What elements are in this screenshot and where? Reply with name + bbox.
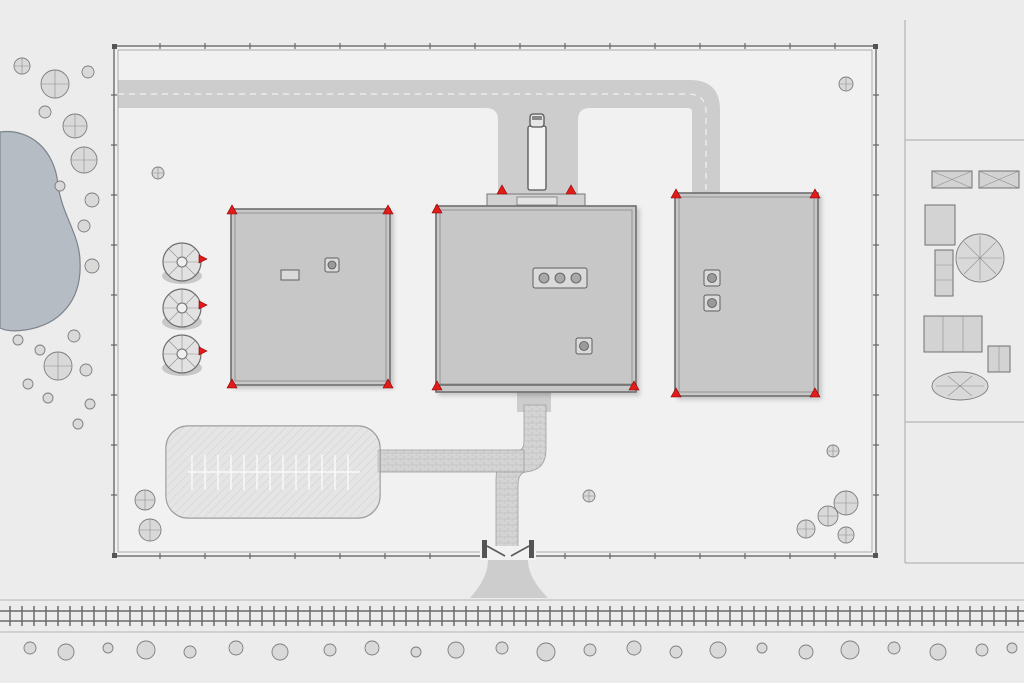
red-triangle-marker-icon — [565, 184, 577, 195]
red-triangle-marker-icon — [198, 254, 208, 264]
tree-icon — [43, 351, 73, 381]
tree-icon — [84, 258, 100, 274]
red-triangle-marker-icon — [198, 300, 208, 310]
tree-icon — [54, 180, 66, 192]
tree-icon — [826, 444, 840, 458]
corner-markers — [198, 184, 821, 398]
trees — [12, 57, 1005, 544]
tree-icon — [34, 344, 46, 356]
silo-icon — [162, 242, 202, 284]
tree-icon — [796, 519, 816, 539]
tree-icon — [134, 489, 156, 511]
red-triangle-marker-icon — [226, 204, 238, 215]
tree-icon — [77, 219, 91, 233]
tree-icon — [817, 505, 839, 527]
tree-icon — [13, 57, 31, 75]
tree-icon — [72, 418, 84, 430]
tree-icon — [22, 378, 34, 390]
red-triangle-marker-icon — [382, 378, 394, 389]
silo-icon — [162, 288, 202, 330]
tree-icon — [62, 113, 88, 139]
tree-icon — [81, 65, 95, 79]
red-triangle-marker-icon — [431, 380, 443, 391]
tree-icon — [40, 69, 70, 99]
fenced-perimeter — [111, 43, 879, 560]
red-triangle-marker-icon — [670, 188, 682, 199]
tree-icon — [67, 329, 81, 343]
red-triangle-marker-icon — [431, 203, 443, 214]
tree-icon — [38, 105, 52, 119]
tree-icon — [12, 334, 24, 346]
tree-icon — [84, 398, 96, 410]
red-triangle-marker-icon — [496, 184, 508, 195]
red-triangle-marker-icon — [809, 188, 821, 199]
tree-icon — [138, 518, 162, 542]
storage-yard — [923, 170, 1020, 373]
railway-track — [0, 599, 1024, 633]
silo-group — [162, 242, 202, 376]
parking-lot — [165, 425, 381, 519]
loading-dock — [486, 193, 586, 207]
red-triangle-marker-icon — [670, 387, 682, 398]
adjacent-plot — [904, 20, 1024, 564]
pond — [0, 130, 81, 332]
tree-icon — [833, 490, 859, 516]
red-triangle-marker-icon — [809, 387, 821, 398]
main-gate — [482, 540, 534, 558]
tree-icon — [931, 371, 989, 401]
red-triangle-marker-icon — [198, 346, 208, 356]
red-triangle-marker-icon — [382, 204, 394, 215]
tree-icon — [70, 146, 98, 174]
tree-icon — [42, 392, 54, 404]
tree-icon — [84, 192, 100, 208]
building-east — [674, 192, 819, 397]
delivery-truck — [527, 113, 547, 191]
silo-icon — [162, 334, 202, 376]
tree-icon — [582, 489, 596, 503]
building-center — [435, 205, 637, 393]
tree-icon — [837, 526, 855, 544]
tree-icon — [151, 166, 165, 180]
red-triangle-marker-icon — [226, 378, 238, 389]
tree-icon — [79, 363, 93, 377]
red-triangle-marker-icon — [628, 380, 640, 391]
shrub-row — [23, 640, 1018, 662]
tree-icon — [838, 76, 854, 92]
access-road — [118, 80, 720, 598]
building-west — [230, 208, 391, 386]
tree-icon — [955, 233, 1005, 283]
